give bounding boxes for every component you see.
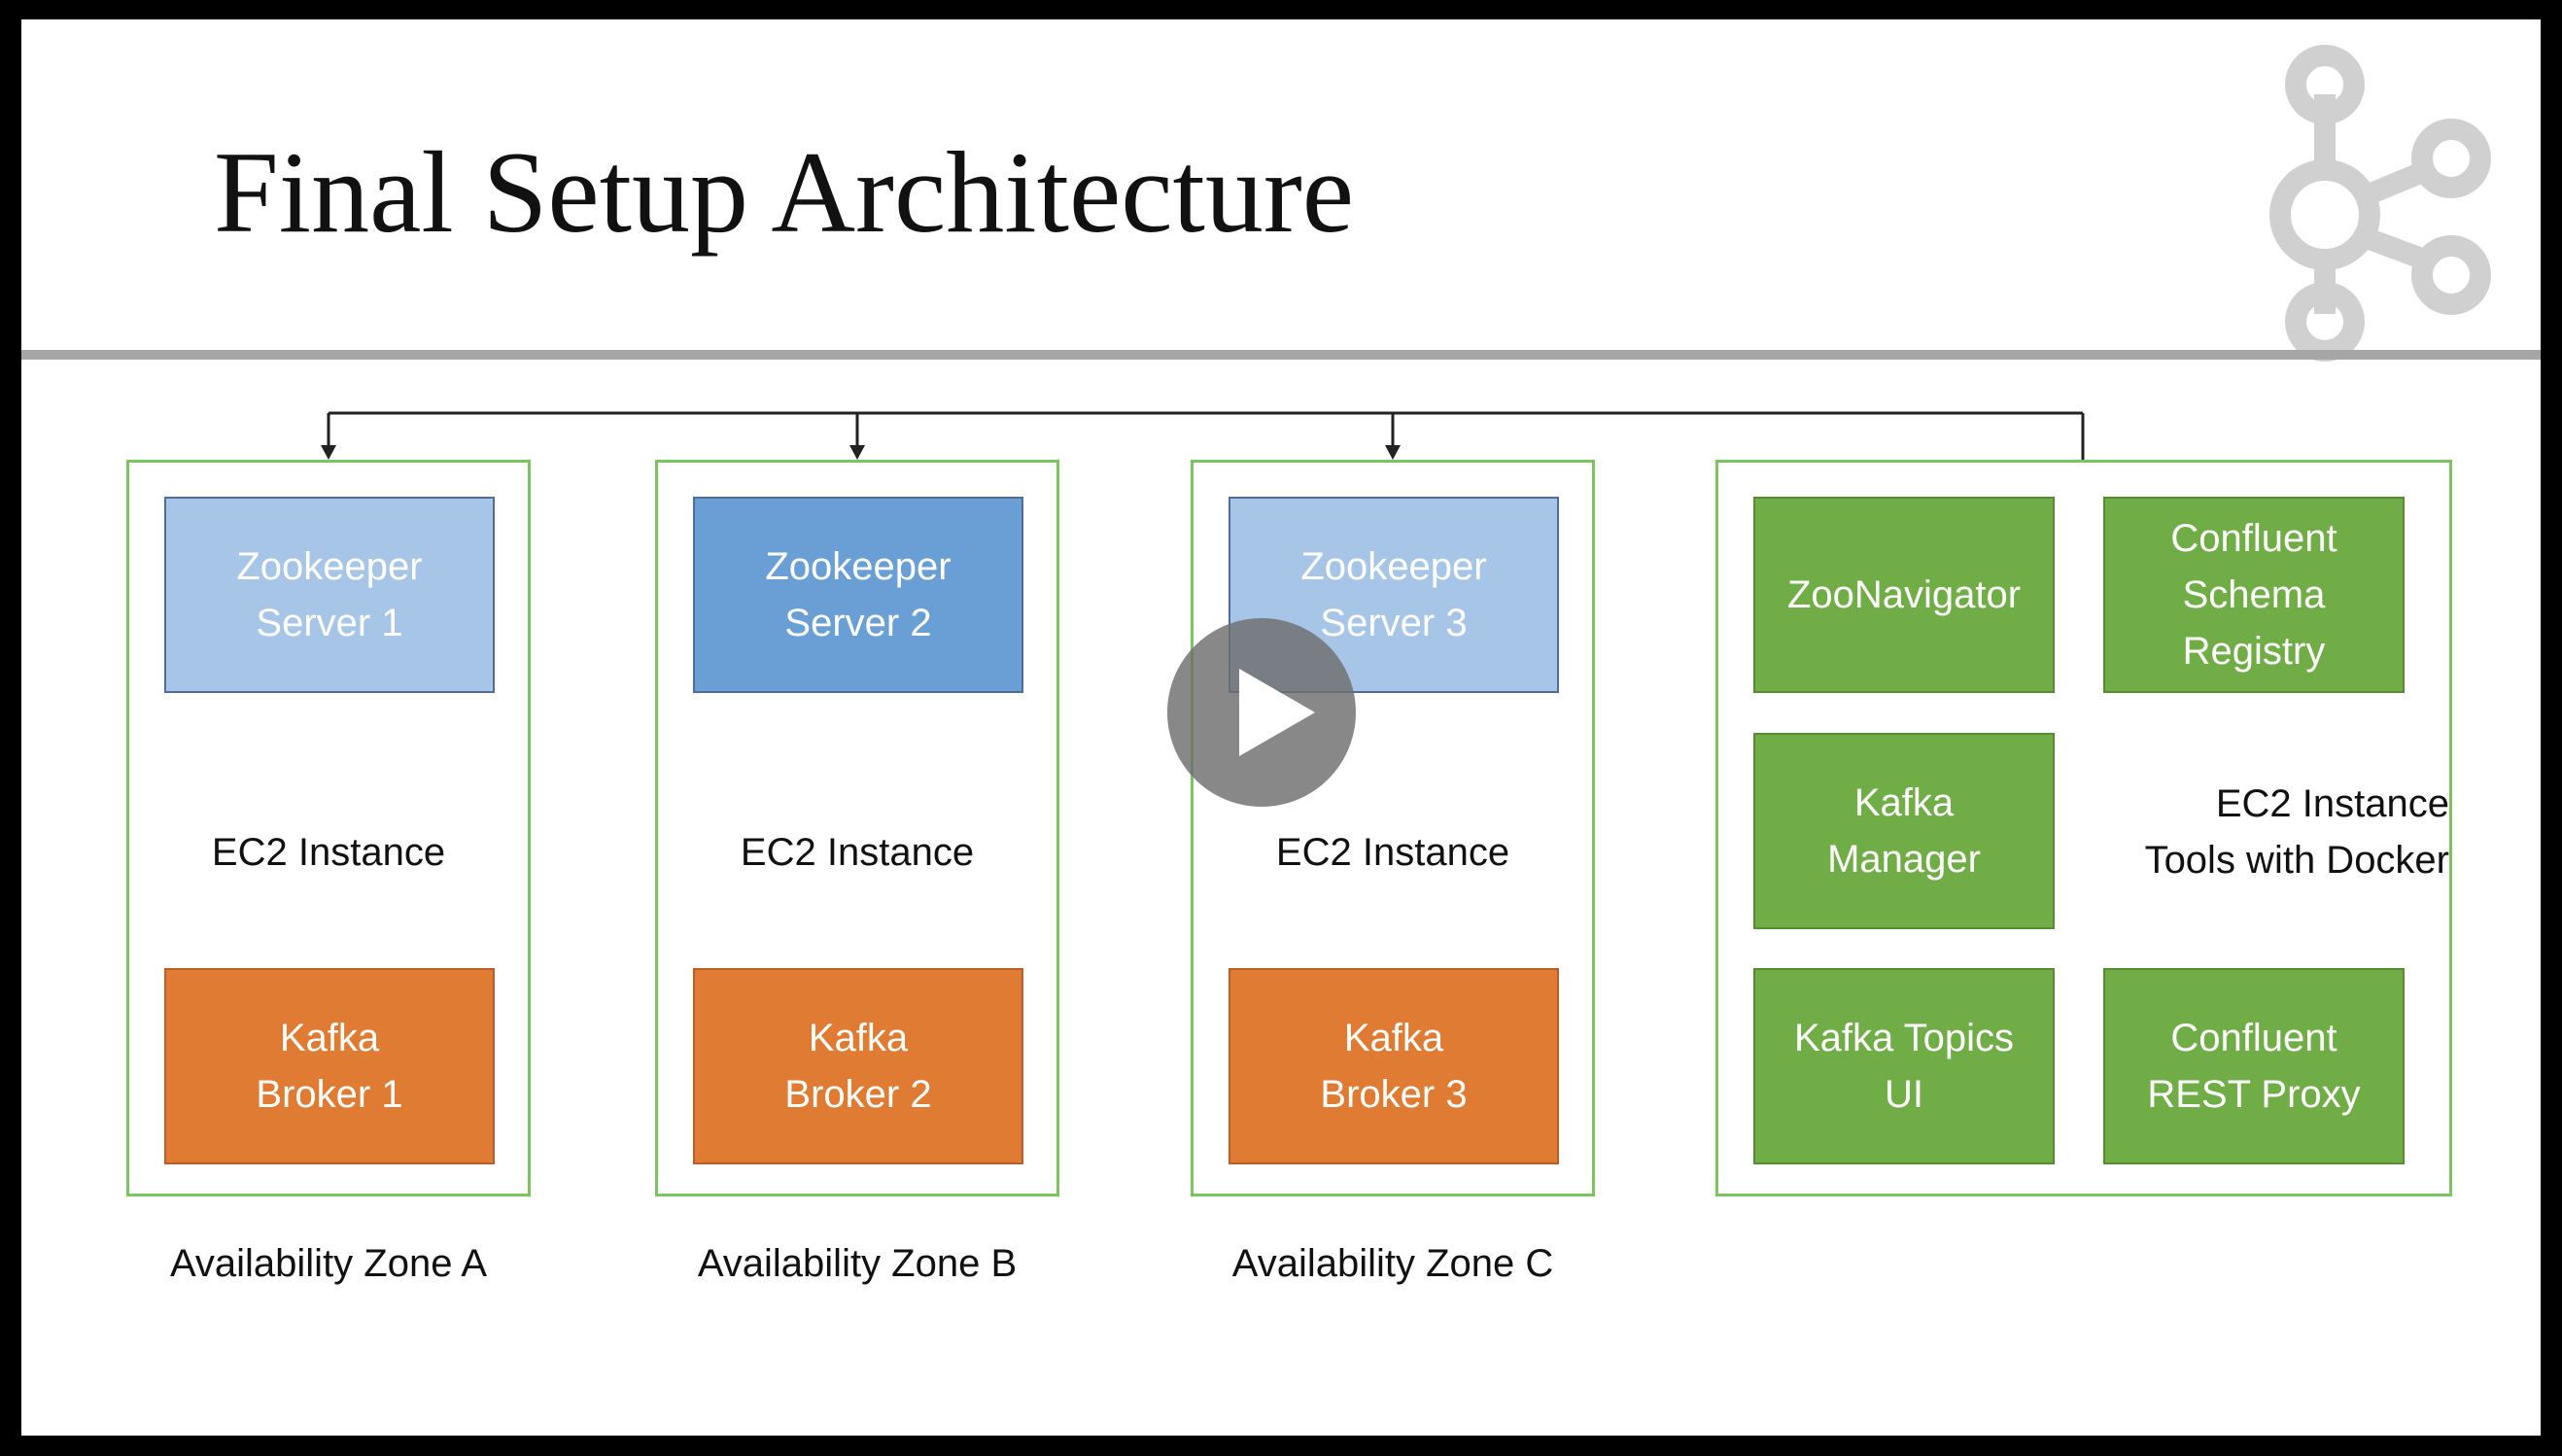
schema-registry-box: Confluent Schema Registry bbox=[2103, 497, 2405, 693]
kafka-broker-1: Kafka Broker 1 bbox=[164, 968, 495, 1164]
tools-instance-label: EC2 Instance Tools with Docker bbox=[2144, 782, 2449, 882]
zoonavigator-box: ZooNavigator bbox=[1753, 497, 2055, 693]
slide-title: Final Setup Architecture bbox=[214, 127, 1355, 257]
title-divider bbox=[21, 350, 2541, 360]
zone-b-label: Availability Zone B bbox=[697, 1242, 1018, 1285]
zone-c-label: Availability Zone C bbox=[1231, 1242, 1554, 1285]
kafka-topics-ui-box: Kafka Topics UI bbox=[1753, 968, 2055, 1164]
kafka-broker-2: Kafka Broker 2 bbox=[693, 968, 1023, 1164]
ec2-instance-label: EC2 Instance bbox=[1275, 831, 1510, 874]
kafka-broker-3: Kafka Broker 3 bbox=[1229, 968, 1559, 1164]
zone-b-container: Zookeeper Server 2 EC2 Instance Kafka Br… bbox=[655, 460, 1059, 1196]
play-button[interactable] bbox=[1167, 618, 1356, 807]
zookeeper-server-1: Zookeeper Server 1 bbox=[164, 497, 495, 693]
play-icon bbox=[1239, 669, 1315, 756]
slide: Final Setup Architecture bbox=[21, 19, 2541, 1436]
rest-proxy-box: Confluent REST Proxy bbox=[2103, 968, 2405, 1164]
arrow-zone-b bbox=[849, 445, 865, 460]
arrow-zone-a bbox=[321, 445, 336, 460]
connector-lines bbox=[321, 411, 2085, 460]
zookeeper-server-2: Zookeeper Server 2 bbox=[693, 497, 1023, 693]
ec2-instance-label: EC2 Instance bbox=[211, 831, 446, 874]
zone-a-container: Zookeeper Server 1 EC2 Instance Kafka Br… bbox=[126, 460, 531, 1196]
arrow-zone-c bbox=[1385, 445, 1401, 460]
tools-container: ZooNavigator Confluent Schema Registry K… bbox=[1715, 460, 2452, 1196]
zone-c-container: Zookeeper Server 3 EC2 Instance Kafka Br… bbox=[1191, 460, 1595, 1196]
kafka-manager-box: Kafka Manager bbox=[1753, 733, 2055, 929]
zone-a-label: Availability Zone A bbox=[169, 1242, 488, 1285]
ec2-instance-label: EC2 Instance bbox=[740, 831, 975, 874]
